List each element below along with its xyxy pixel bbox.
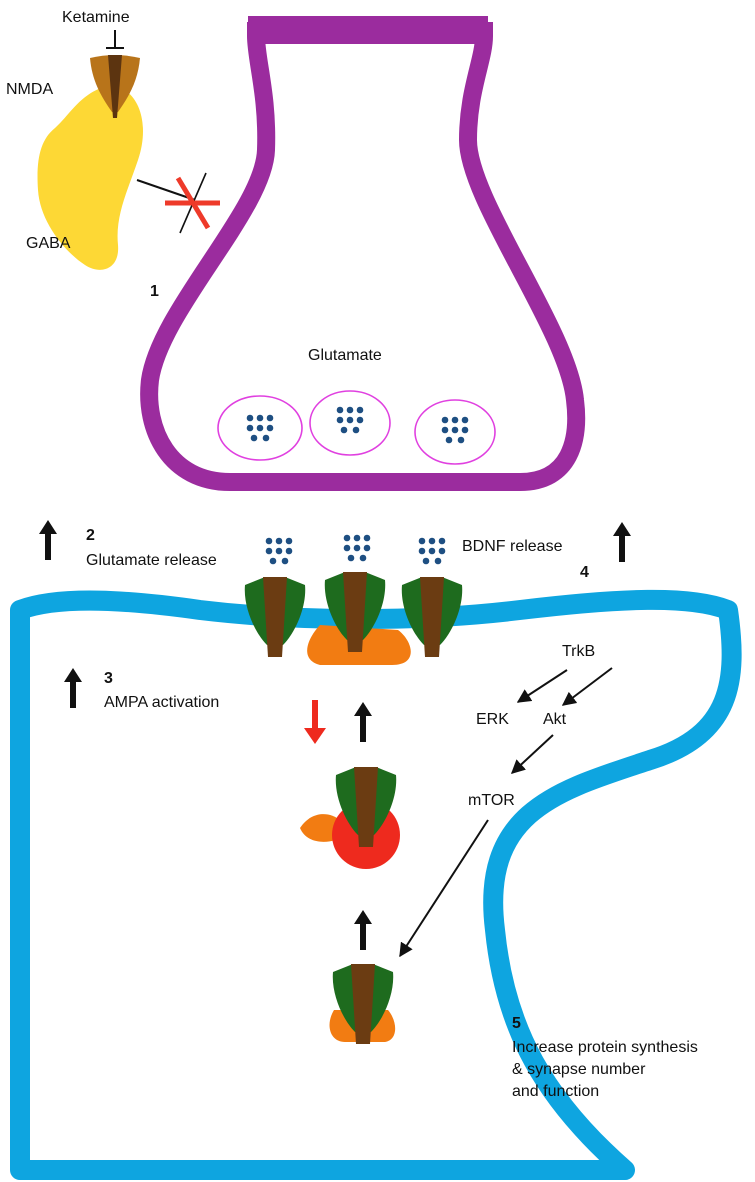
ampa-receptor xyxy=(244,577,306,657)
synaptic-vesicle xyxy=(414,399,496,465)
mtor-label: mTOR xyxy=(468,792,515,809)
arrow-mtor-synthesis xyxy=(399,819,489,958)
step5-number: 5 xyxy=(512,1015,521,1032)
step1-group: Ketamine NMDA GABA 1 xyxy=(6,9,220,300)
up-arrow-icon xyxy=(354,702,372,742)
up-arrow-icon xyxy=(39,520,57,560)
gaba-interneuron xyxy=(37,85,143,270)
nmda-channel xyxy=(108,55,122,118)
glutamate-dots xyxy=(343,534,371,562)
step1-number: 1 xyxy=(150,283,159,300)
up-arrow-icon xyxy=(613,522,631,562)
step5-line2: & synapse number xyxy=(512,1061,646,1078)
up-arrow-icon xyxy=(64,668,82,708)
arrow-akt-mtor xyxy=(510,734,554,774)
gaba-label: GABA xyxy=(26,235,71,252)
akt-label: Akt xyxy=(543,711,567,728)
step3-label: AMPA activation xyxy=(104,694,219,711)
glutamate-dots xyxy=(265,537,293,565)
step2-label: Glutamate release xyxy=(86,552,217,569)
up-arrow-icon xyxy=(354,910,372,950)
presynaptic-membrane xyxy=(140,22,586,491)
inhibition-line xyxy=(136,179,196,201)
step2-number: 2 xyxy=(86,527,95,544)
inhibition-block-x-icon xyxy=(165,172,220,234)
orange-protein xyxy=(300,814,340,842)
postsynaptic-membrane xyxy=(10,589,742,1180)
step5-line3: and function xyxy=(512,1083,599,1100)
glutamate-dots xyxy=(418,537,446,565)
arrow-trkb-erk xyxy=(516,669,568,703)
synaptic-vesicle xyxy=(217,395,303,461)
ampa-receptor xyxy=(401,577,463,657)
erk-label: ERK xyxy=(476,711,509,728)
arrow-trkb-akt xyxy=(561,667,613,706)
step5-line1: Increase protein synthesis xyxy=(512,1039,698,1056)
presynaptic-top-bar xyxy=(248,16,488,44)
ketamine-block-icon xyxy=(106,30,124,49)
trkb-label: TrkB xyxy=(562,643,595,660)
step4-label: BDNF release xyxy=(462,538,563,555)
glutamate-label: Glutamate xyxy=(308,347,382,364)
step3-number: 3 xyxy=(104,670,113,687)
presynaptic-terminal: Glutamate xyxy=(140,16,586,491)
step4-number: 4 xyxy=(580,564,589,581)
synaptic-vesicle xyxy=(309,390,391,456)
ketamine-label: Ketamine xyxy=(62,9,130,26)
red-down-arrow-icon xyxy=(304,700,326,744)
nmda-label: NMDA xyxy=(6,81,53,98)
